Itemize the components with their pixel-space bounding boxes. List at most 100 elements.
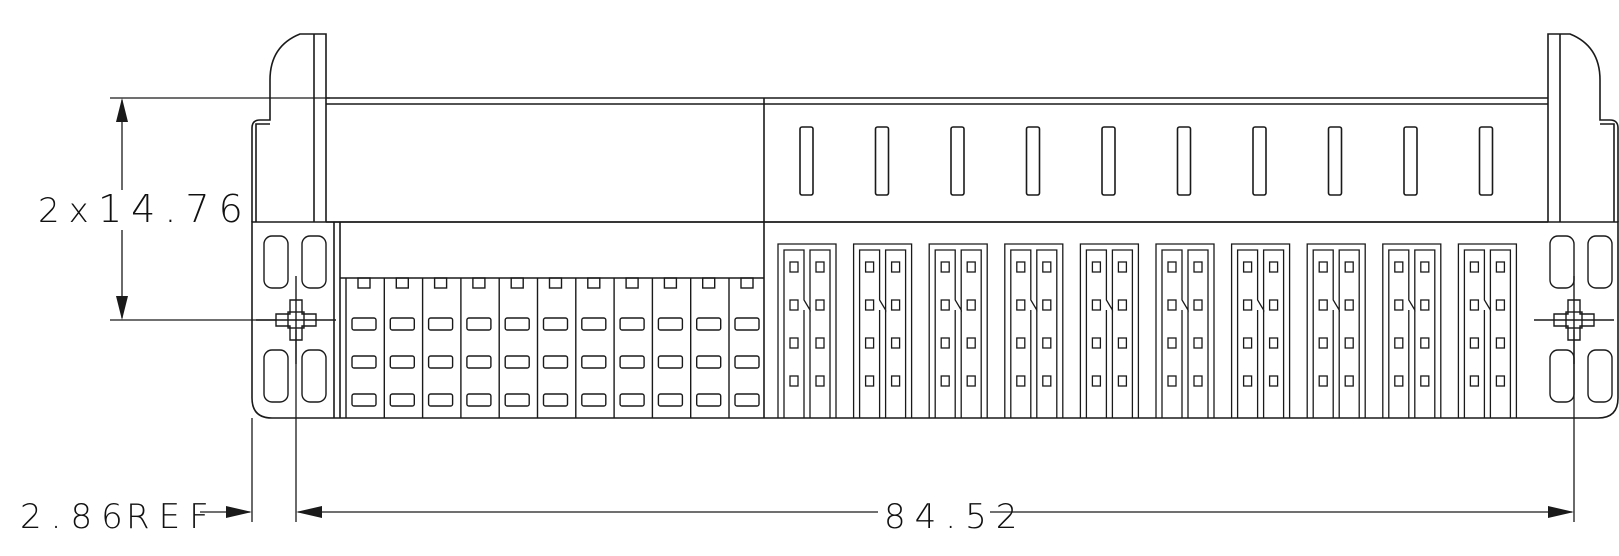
contact-point	[1344, 299, 1354, 311]
contact-point	[1042, 299, 1052, 311]
pin-pad	[504, 355, 530, 369]
contact-point	[1016, 261, 1026, 273]
contact-group-frame	[1382, 243, 1442, 418]
contact-point	[1117, 375, 1128, 387]
pin-pad	[619, 317, 645, 331]
pin-pad	[734, 317, 760, 331]
side-window	[1587, 349, 1613, 403]
contact-point	[1167, 299, 1177, 311]
width-dim-value: 84.52	[884, 497, 1026, 537]
contact-point	[1167, 337, 1177, 349]
contact-point	[789, 261, 799, 273]
contact-point	[1117, 337, 1128, 349]
pin-tab	[663, 277, 678, 289]
contact-spring	[1161, 249, 1209, 418]
height-dim-prefix: 2x	[38, 191, 98, 231]
contact-point	[966, 261, 976, 273]
contact-point	[890, 261, 901, 273]
contact-point	[864, 337, 875, 349]
contact-point	[1469, 375, 1480, 387]
contact-point	[1117, 299, 1128, 311]
contact-spring	[1388, 249, 1436, 418]
offset-dim-value: 2.86	[20, 497, 132, 537]
pin-tab	[395, 277, 409, 289]
contact-point	[789, 375, 799, 387]
contact-point	[1193, 261, 1203, 273]
contact-point	[1344, 375, 1354, 387]
mounting-hole	[1553, 299, 1595, 341]
contact-group-frame	[777, 243, 837, 418]
side-window	[263, 349, 289, 403]
contact-spring	[1010, 249, 1058, 418]
contact-point	[1495, 261, 1506, 273]
pin-tab	[472, 277, 486, 289]
side-window	[301, 235, 327, 289]
pin-pad	[504, 317, 530, 331]
contact-spring	[1312, 249, 1360, 418]
contact-point	[864, 375, 875, 387]
contact-group-frame	[1079, 243, 1140, 418]
mounting-hole	[275, 299, 317, 341]
contact-point	[940, 299, 950, 311]
contact-point	[789, 299, 799, 311]
height-dim-value: 14.76	[98, 187, 252, 231]
contact-point	[864, 261, 875, 273]
pin-pad	[542, 317, 569, 331]
contact-point	[1268, 337, 1279, 349]
contact-spring	[1463, 249, 1512, 418]
contact-point	[1318, 337, 1328, 349]
pin-pad	[351, 393, 377, 407]
contact-point	[1469, 299, 1480, 311]
contact-point	[1091, 375, 1102, 387]
contact-point	[1042, 337, 1052, 349]
contact-point	[864, 299, 875, 311]
top-slot	[950, 126, 965, 196]
pin-pad	[466, 393, 492, 407]
left-pin-field	[340, 277, 764, 418]
contact-point	[1344, 261, 1354, 273]
contact-point	[1242, 375, 1253, 387]
pin-pad	[427, 393, 454, 407]
contact-point	[1016, 337, 1026, 349]
contact-point	[1242, 261, 1253, 273]
contact-point	[815, 375, 825, 387]
contact-point	[1193, 337, 1203, 349]
top-slot	[1478, 126, 1494, 196]
contact-point	[1117, 261, 1128, 273]
pin-pad	[581, 317, 607, 331]
contact-point	[1469, 261, 1480, 273]
pin-tab	[587, 277, 601, 289]
pin-pad	[619, 393, 645, 407]
pin-tab	[510, 277, 524, 289]
pin-tab	[433, 277, 448, 289]
contact-point	[1495, 337, 1506, 349]
pin-pad	[734, 355, 760, 369]
contact-point	[1394, 299, 1404, 311]
contact-point	[890, 337, 901, 349]
contact-spring	[934, 249, 982, 418]
contact-group-frame	[1155, 243, 1215, 418]
contact-point	[940, 261, 950, 273]
contact-group-frame	[928, 243, 988, 418]
contact-point	[1091, 299, 1102, 311]
pin-pad	[466, 317, 492, 331]
pin-pad	[466, 355, 492, 369]
contact-point	[1167, 261, 1177, 273]
pin-pad	[351, 355, 377, 369]
contact-point	[1091, 261, 1102, 273]
top-slot	[1327, 126, 1343, 196]
contact-point	[1318, 299, 1328, 311]
contact-point	[1167, 375, 1177, 387]
contact-point	[1469, 337, 1480, 349]
contact-spring	[1236, 249, 1285, 418]
pin-pad	[696, 355, 722, 369]
contact-point	[940, 375, 950, 387]
contact-point	[1042, 261, 1052, 273]
contact-spring	[858, 249, 907, 418]
contact-point	[815, 261, 825, 273]
contact-point	[890, 375, 901, 387]
contact-point	[966, 299, 976, 311]
contact-point	[940, 337, 950, 349]
pin-pad	[389, 317, 415, 331]
